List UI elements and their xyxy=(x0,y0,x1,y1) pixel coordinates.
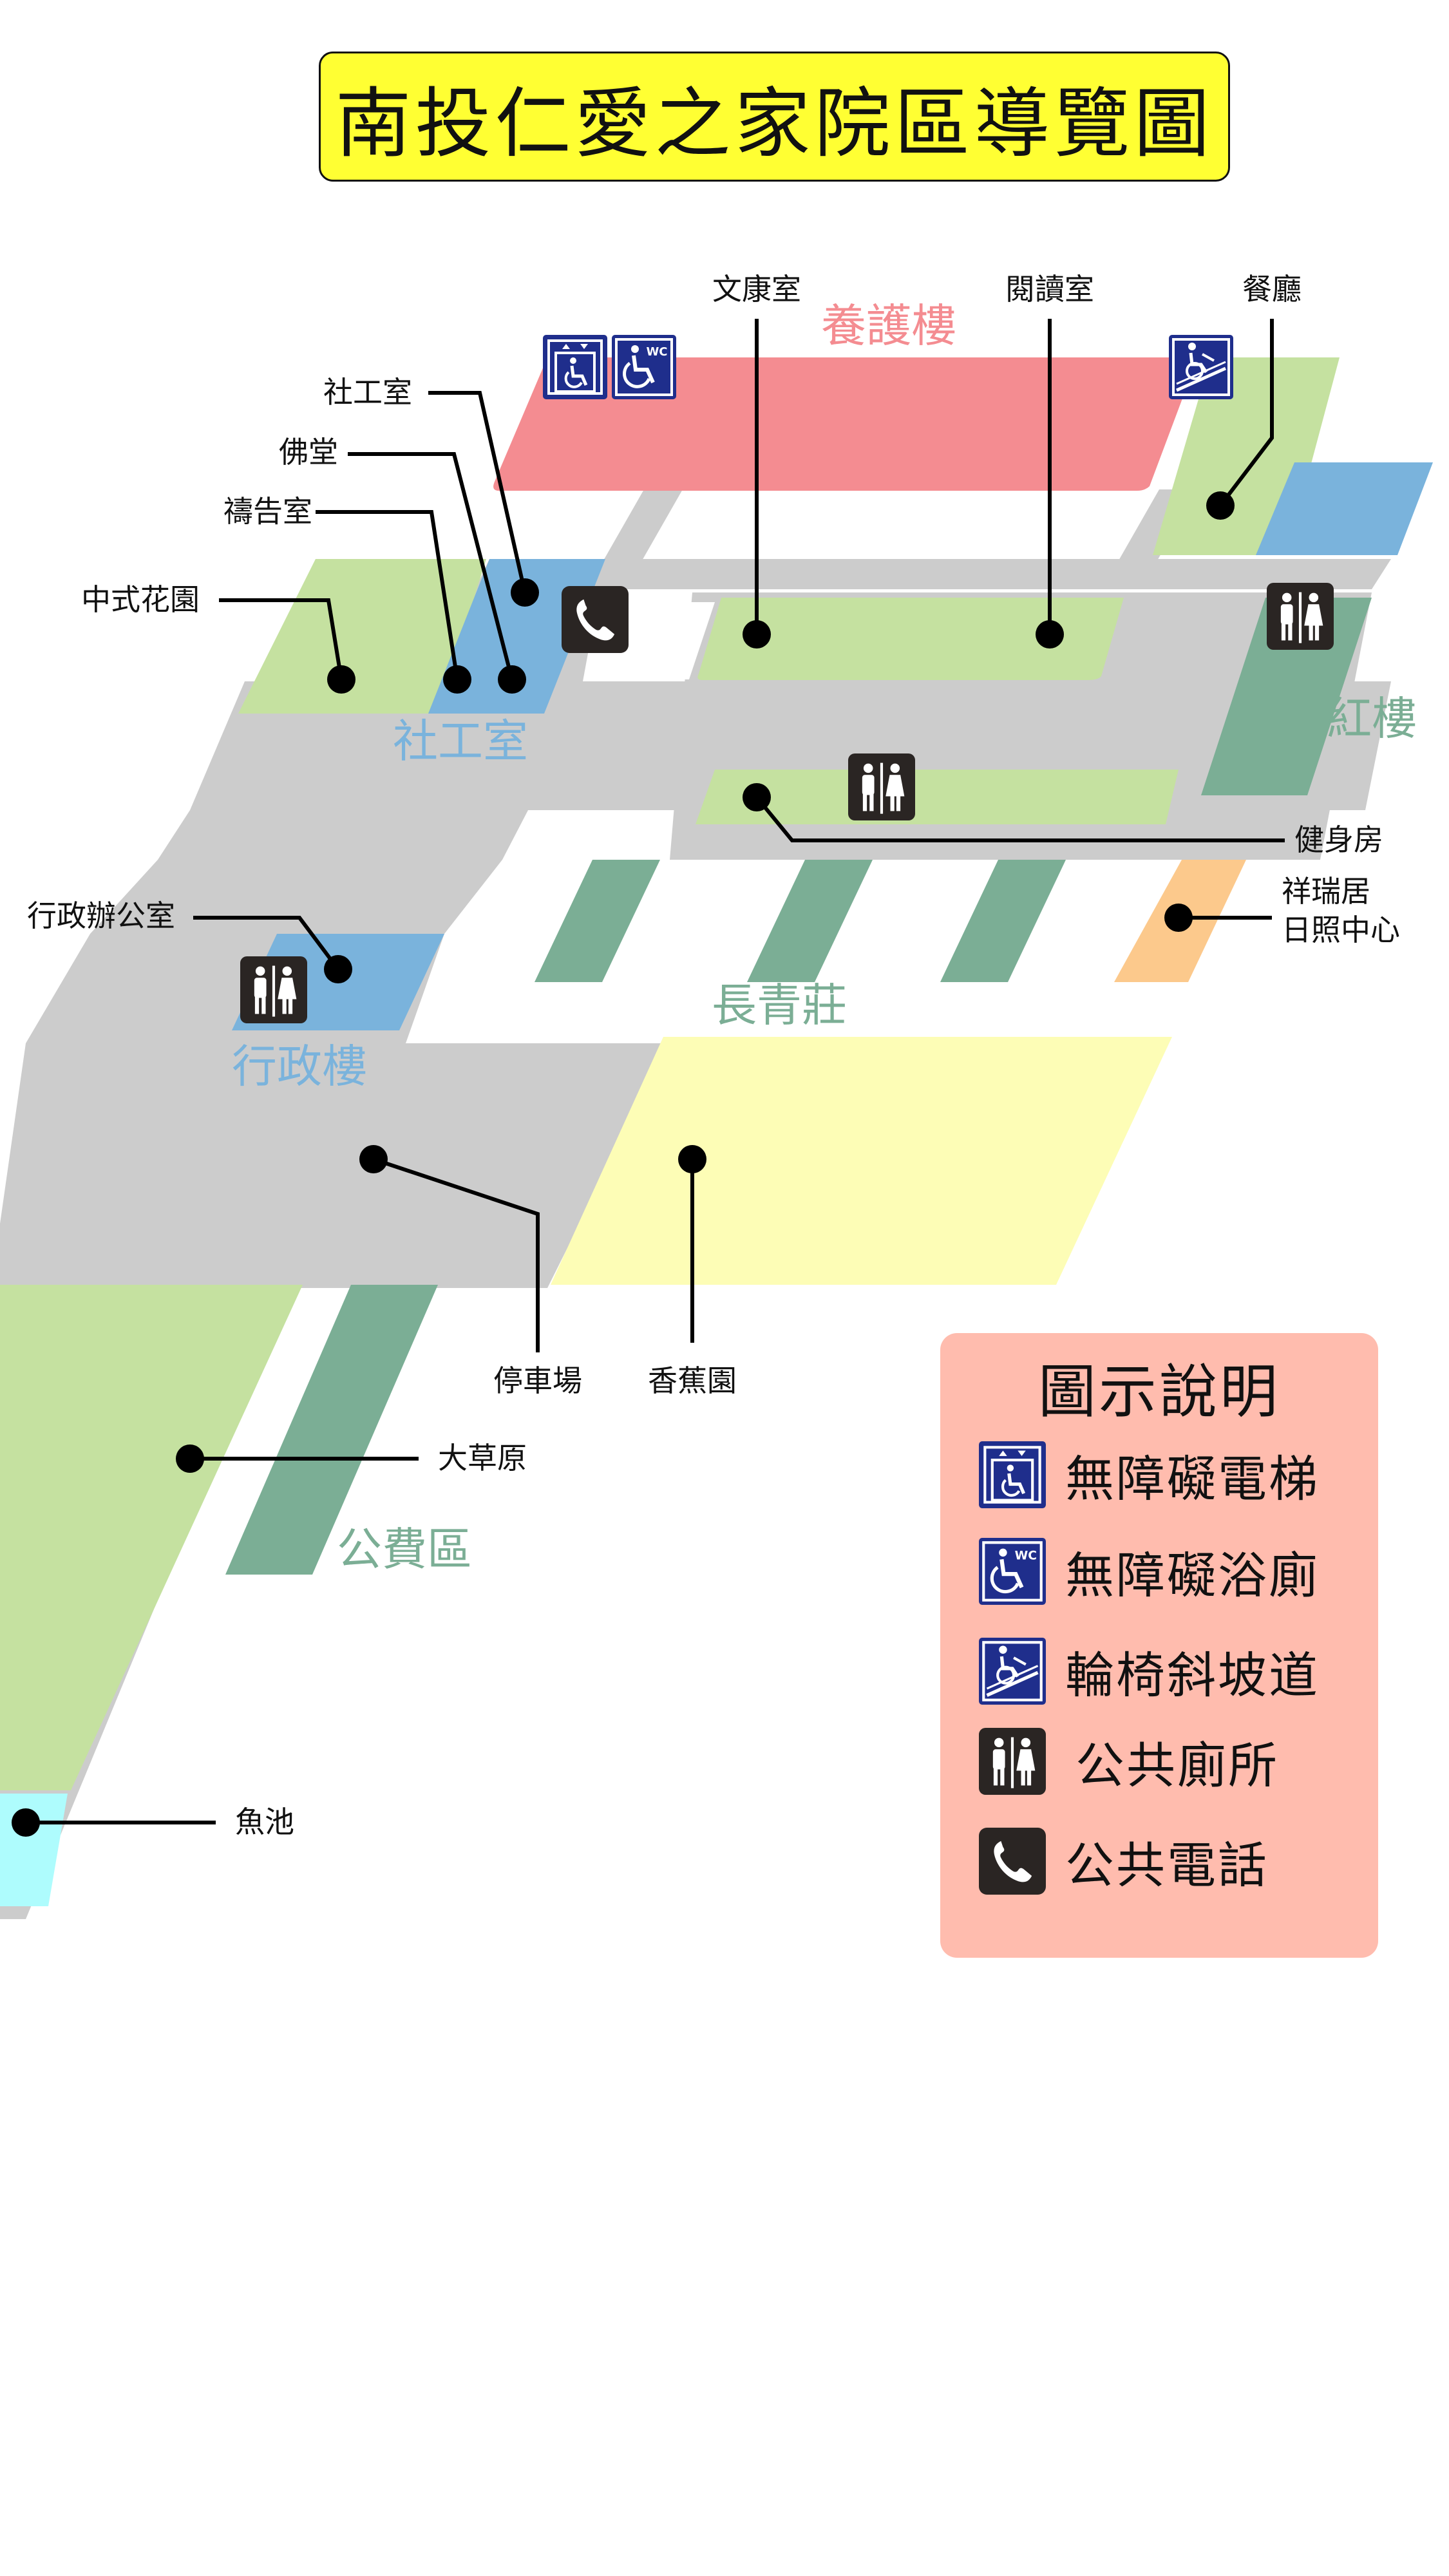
great-lawn[interactable] xyxy=(0,1285,303,1790)
legend-item-elevator: 無障礙電梯 xyxy=(979,1439,1320,1510)
label-lawn: 大草原 xyxy=(438,1441,527,1475)
legend-item-phone: 公共電話 xyxy=(979,1826,1269,1897)
label-social-room: 社工室 xyxy=(323,375,412,409)
label-reading: 閱讀室 xyxy=(1005,272,1094,306)
social-building[interactable] xyxy=(428,559,605,714)
building-label-red: 紅樓 xyxy=(1327,694,1417,744)
legend-panel: 圖示說明 無障礙電梯 無障礙浴廁 輪椅斜坡道 公共廁所 公共電話 xyxy=(940,1333,1378,1958)
wheelchair-ramp-icon[interactable] xyxy=(1169,335,1233,399)
legend-item-ramp: 輪椅斜坡道 xyxy=(979,1636,1320,1707)
label-buddha: 佛堂 xyxy=(279,435,338,469)
location-dots xyxy=(12,491,1235,1837)
label-gym: 健身房 xyxy=(1294,823,1383,857)
label-daycare-1: 祥瑞居 xyxy=(1282,875,1370,908)
legend-item-restroom-accessible: 無障礙浴廁 xyxy=(979,1536,1320,1607)
evergreen-block-1[interactable] xyxy=(535,860,660,982)
public-zone-building[interactable] xyxy=(225,1285,438,1575)
evergreen-block-3[interactable] xyxy=(940,860,1066,982)
legend-label: 公共廁所 xyxy=(1075,1737,1279,1794)
public-restroom-icon[interactable] xyxy=(240,956,307,1023)
legend-title: 圖示說明 xyxy=(1038,1358,1280,1426)
banana-garden[interactable] xyxy=(551,1037,1172,1285)
building-label-public: 公費區 xyxy=(337,1524,472,1575)
staff-room-right[interactable] xyxy=(1256,462,1433,555)
page-title: 南投仁愛之家院區導覽圖 xyxy=(335,79,1214,168)
label-dining: 餐廳 xyxy=(1242,272,1302,306)
building-label-nursing: 養護樓 xyxy=(821,301,956,351)
accessible-restroom-icon[interactable] xyxy=(612,335,676,399)
public-restroom-icon xyxy=(979,1728,1046,1795)
gym-building[interactable] xyxy=(696,770,1179,824)
evergreen-block-2[interactable] xyxy=(747,860,873,982)
label-pond: 魚池 xyxy=(235,1805,294,1839)
public-phone-icon xyxy=(979,1828,1046,1895)
legend-label: 無障礙電梯 xyxy=(1065,1450,1320,1508)
zones xyxy=(0,357,1433,1906)
building-label-admin: 行政樓 xyxy=(232,1041,367,1092)
public-restroom-icon[interactable] xyxy=(848,753,915,820)
public-restroom-icon[interactable] xyxy=(1267,583,1334,650)
label-wenkang: 文康室 xyxy=(712,272,801,306)
wenkang-reading-building[interactable] xyxy=(697,598,1124,680)
building-labels: 養護樓 社工室 紅樓 長青莊 行政樓 公費區 xyxy=(232,301,1417,1575)
legend-label: 公共電話 xyxy=(1065,1837,1269,1894)
accessible-elevator-icon[interactable] xyxy=(543,335,607,399)
accessible-elevator-icon xyxy=(979,1441,1046,1508)
accessible-restroom-icon xyxy=(979,1538,1046,1605)
wheelchair-ramp-icon xyxy=(979,1638,1046,1705)
legend-label: 無障礙浴廁 xyxy=(1065,1547,1320,1604)
leader-lines xyxy=(26,319,1285,1824)
label-chinese-garden: 中式花園 xyxy=(81,583,200,616)
place-labels: 文康室 閱讀室 餐廳 社工室 佛堂 禱告室 中式花園 健身房 行政辦公室 祥瑞居… xyxy=(27,272,1400,1839)
public-phone-icon[interactable] xyxy=(562,586,629,653)
label-admin-office: 行政辦公室 xyxy=(27,899,175,933)
legend-item-restroom: 公共廁所 xyxy=(979,1726,1279,1797)
label-prayer: 禱告室 xyxy=(223,495,312,528)
legend-label: 輪椅斜坡道 xyxy=(1065,1647,1320,1704)
fish-pond[interactable] xyxy=(0,1794,68,1906)
map-title-box: 南投仁愛之家院區導覽圖 xyxy=(319,52,1230,182)
chinese-garden[interactable] xyxy=(238,559,486,714)
building-label-social: 社工室 xyxy=(393,716,528,766)
label-daycare-2: 日照中心 xyxy=(1282,913,1400,947)
building-label-evergreen: 長青莊 xyxy=(712,980,847,1030)
label-parking: 停車場 xyxy=(493,1364,582,1397)
label-banana: 香蕉園 xyxy=(648,1364,737,1397)
